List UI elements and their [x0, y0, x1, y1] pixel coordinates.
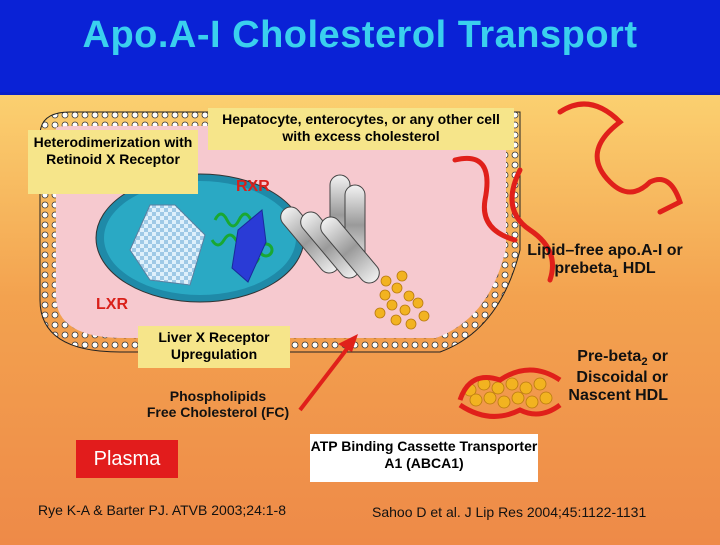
prebeta1-line: prebeta1 HDL [554, 260, 656, 281]
nascent-hdl-label: Pre-beta2 or Discoidal or Nascent HDL [548, 348, 668, 406]
discoidal-line: Discoidal or [576, 369, 668, 387]
receptor-heterodimer [231, 209, 267, 283]
title-bar [0, 0, 720, 92]
phospholipids-label: Phospholipids Free Cholesterol (FC) [128, 388, 308, 420]
abca1-label: ATP Binding Cassette Transporter A1 (ABC… [310, 434, 538, 482]
nascent-hdl [457, 367, 562, 419]
rxr-label: RXR [236, 178, 270, 195]
phospholipid-cluster [374, 270, 430, 330]
free-cholesterol-line: Free Cholesterol (FC) [146, 404, 290, 421]
plasma-box: Plasma [76, 440, 178, 478]
heterodimerization-label: Heterodimerization with Retinoid X Recep… [28, 130, 198, 194]
reference-left: Rye K-A & Barter PJ. ATVB 2003;24:1-8 [38, 502, 286, 518]
nascent-line: Nascent HDL [568, 387, 668, 405]
abca1-transporter [280, 174, 380, 284]
lipid-free-line: Lipid–free apo.A-I or [527, 242, 683, 259]
liver-x-receptor-label: Liver X Receptor Upregulation [138, 326, 290, 368]
reference-right: Sahoo D et al. J Lip Res 2004;45:1122-11… [372, 504, 647, 520]
prebeta2-line: Pre-beta2 or [577, 348, 668, 369]
nucleolus [129, 204, 206, 286]
phospholipids-line: Phospholipids [169, 388, 267, 404]
apoA1-lipid-free [452, 101, 684, 283]
lxr-label: LXR [96, 296, 128, 313]
slide-title: Apo.A-I Cholesterol Transport [82, 14, 638, 56]
efflux-arrow [298, 343, 352, 412]
cell-type-label: Hepatocyte, enterocytes, or any other ce… [208, 108, 514, 150]
lipid-free-label: Lipid–free apo.A-I or prebeta1 HDL [500, 242, 710, 281]
